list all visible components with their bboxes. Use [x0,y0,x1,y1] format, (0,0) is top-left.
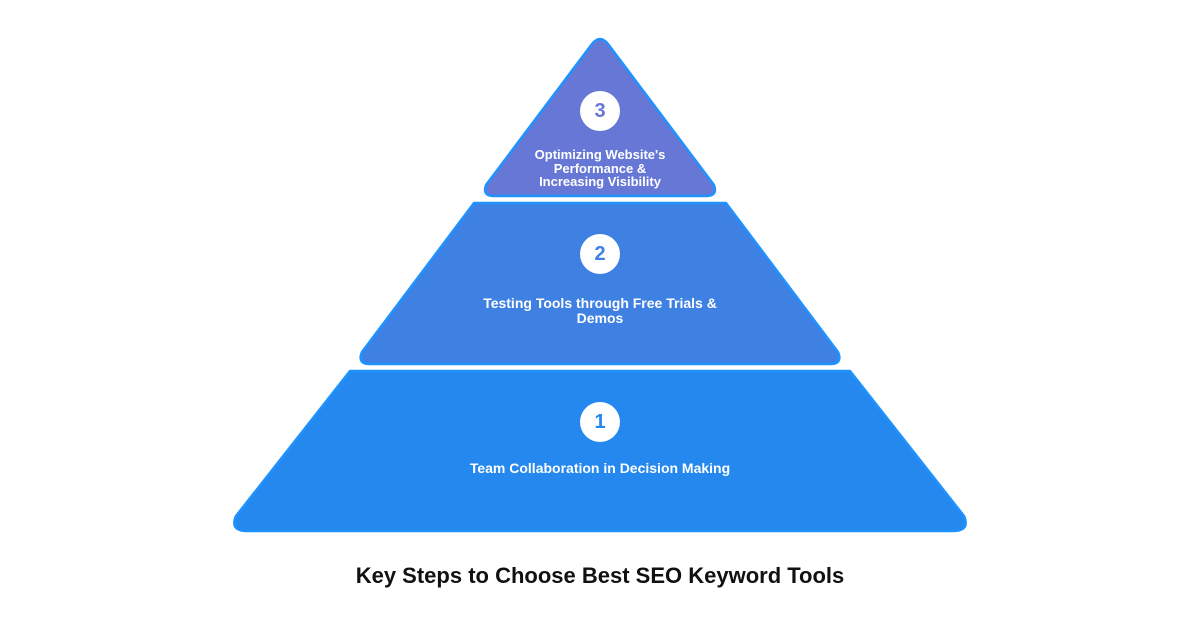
tier-top-label: Optimizing Website's Performance & Incre… [534,147,666,190]
tier-bottom-number: 1 [594,410,606,433]
tier-middle-label: Testing Tools through Free Trials & Demo… [483,295,717,326]
diagram-title: Key Steps to Choose Best SEO Keyword Too… [355,563,845,588]
tier-middle-number: 2 [594,242,606,265]
tier-middle-number-badge: 2 [580,234,620,274]
tier-top-number-badge: 3 [580,91,620,131]
tier-middle-shape [359,201,841,366]
tier-bottom-number-badge: 1 [580,402,620,442]
tier-bottom-label: Team Collaboration in Decision Making [469,460,731,476]
tier-bottom-shape [233,369,967,533]
tier-top-number: 3 [594,99,606,122]
